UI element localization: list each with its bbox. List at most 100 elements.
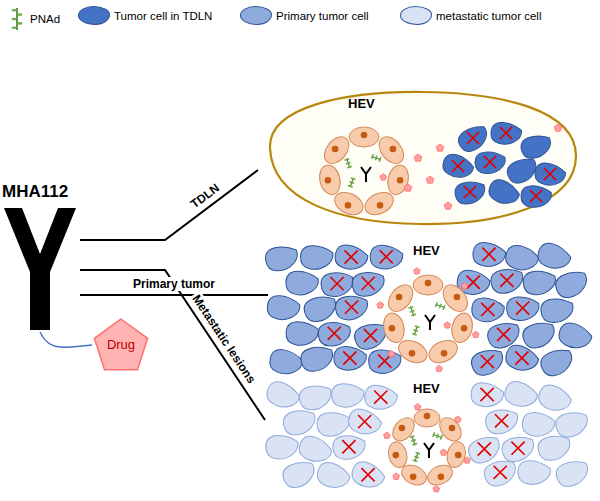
tumor-cell	[536, 433, 573, 463]
drug-pentagon: Drug	[92, 318, 150, 372]
drug-mini	[444, 322, 451, 328]
tumor-cell	[517, 460, 551, 486]
tumor-cell	[540, 297, 574, 323]
legend-item: metastatic tumor cell	[400, 6, 541, 25]
node-illustration	[268, 240, 590, 380]
tumor-cell	[334, 294, 369, 321]
legend-item: PNAd	[8, 6, 60, 32]
tumor-cell	[471, 241, 507, 269]
tumor-cell	[481, 456, 519, 489]
tumor-cell	[470, 297, 505, 324]
tumor-cell	[503, 342, 541, 375]
tumor-cell	[348, 458, 387, 492]
node-illustration	[265, 380, 590, 498]
drug-mini	[404, 184, 412, 191]
tumor-cell	[302, 293, 340, 325]
tumor-cell	[297, 383, 333, 412]
edge-label: Metastatic lesions	[189, 290, 260, 387]
drug-mini	[380, 174, 387, 180]
antibody-mini	[425, 315, 435, 330]
tumor-cell	[440, 151, 476, 182]
drug-mini	[436, 144, 444, 151]
pnad-marker	[435, 302, 446, 310]
pnad-marker	[11, 8, 22, 30]
drug-mini	[436, 365, 443, 371]
tumor-cell	[266, 294, 301, 322]
tumor-cell	[520, 185, 551, 208]
drug-mini	[433, 486, 440, 492]
tumor-cell	[268, 347, 305, 377]
tumor-cell	[264, 244, 300, 273]
tumor-cell	[296, 433, 335, 467]
tumor-cell	[519, 132, 554, 161]
tumor-cell	[333, 243, 370, 273]
tumor-cell	[280, 458, 319, 492]
antibody-mini	[424, 443, 434, 458]
branch-line	[80, 170, 258, 240]
drug-mini	[388, 351, 395, 357]
tumor-cell	[333, 345, 367, 372]
tumor-cell	[320, 271, 355, 298]
legend-text: metastatic tumor cell	[436, 10, 541, 22]
tumor-cell	[554, 457, 592, 489]
antibody-mini	[361, 167, 371, 182]
metastatic-lesion: HEV	[265, 380, 590, 498]
drug-mini	[554, 124, 562, 131]
tumor-cell	[369, 244, 404, 271]
tumor-cell	[299, 344, 336, 374]
node-illustration	[258, 88, 580, 228]
tumor-cell	[556, 320, 594, 353]
pnad-marker	[432, 432, 443, 440]
tumor-cell	[369, 350, 401, 374]
node-text: HEV	[348, 96, 375, 112]
antibody-node: MHA112	[0, 182, 80, 332]
tumor-cell	[363, 383, 399, 412]
tumor-cell	[285, 271, 319, 297]
legend-text: Tumor cell in TDLN	[114, 10, 212, 22]
legend-swatch	[400, 6, 432, 25]
node-text: HEV	[413, 243, 440, 259]
tumor-cell	[281, 407, 318, 437]
primary-tumor: HEV	[268, 240, 590, 380]
branch-line	[80, 294, 268, 296]
legend-swatch	[240, 6, 272, 25]
tumor-cell	[535, 240, 574, 273]
pnad-marker	[412, 325, 420, 336]
tumor-cell	[314, 459, 352, 492]
lymph-node: HEV	[258, 88, 580, 228]
drug-mini	[377, 302, 384, 308]
pnad-marker	[412, 451, 420, 462]
tumor-cell	[552, 267, 591, 301]
drug-mini	[440, 449, 447, 455]
tumor-cell	[521, 411, 556, 438]
tumor-cell	[523, 270, 557, 296]
tumor-cell	[455, 122, 492, 156]
tumor-cell	[266, 436, 298, 459]
node-text: Drug	[107, 337, 135, 353]
tumor-cell	[351, 270, 386, 298]
tumor-cell	[345, 406, 383, 439]
drug-mini	[384, 432, 391, 438]
hev-vessel	[386, 409, 468, 489]
tumor-cell	[263, 378, 302, 412]
drug-mini	[414, 404, 421, 410]
pnad-marker	[344, 158, 352, 169]
tumor-cell	[300, 245, 333, 269]
drug-mini	[426, 176, 434, 183]
node-text: MHA112	[2, 182, 68, 202]
tumor-cell	[486, 176, 523, 209]
linker	[40, 332, 92, 347]
legend-item: Tumor cell in TDLN	[78, 6, 212, 25]
node-text: HEV	[413, 381, 440, 397]
tumor-cell	[453, 179, 487, 206]
tumor-cell	[331, 383, 365, 408]
legend-text: PNAd	[30, 13, 60, 25]
tumor-cell	[554, 409, 591, 440]
edge-label: TDLN	[186, 180, 223, 213]
branch-line	[80, 270, 265, 420]
tumor-cell	[484, 407, 520, 435]
legend-swatch	[78, 6, 110, 25]
tumor-cell	[469, 346, 507, 379]
pnad-marker	[408, 306, 416, 317]
tumor-cell	[500, 433, 537, 464]
